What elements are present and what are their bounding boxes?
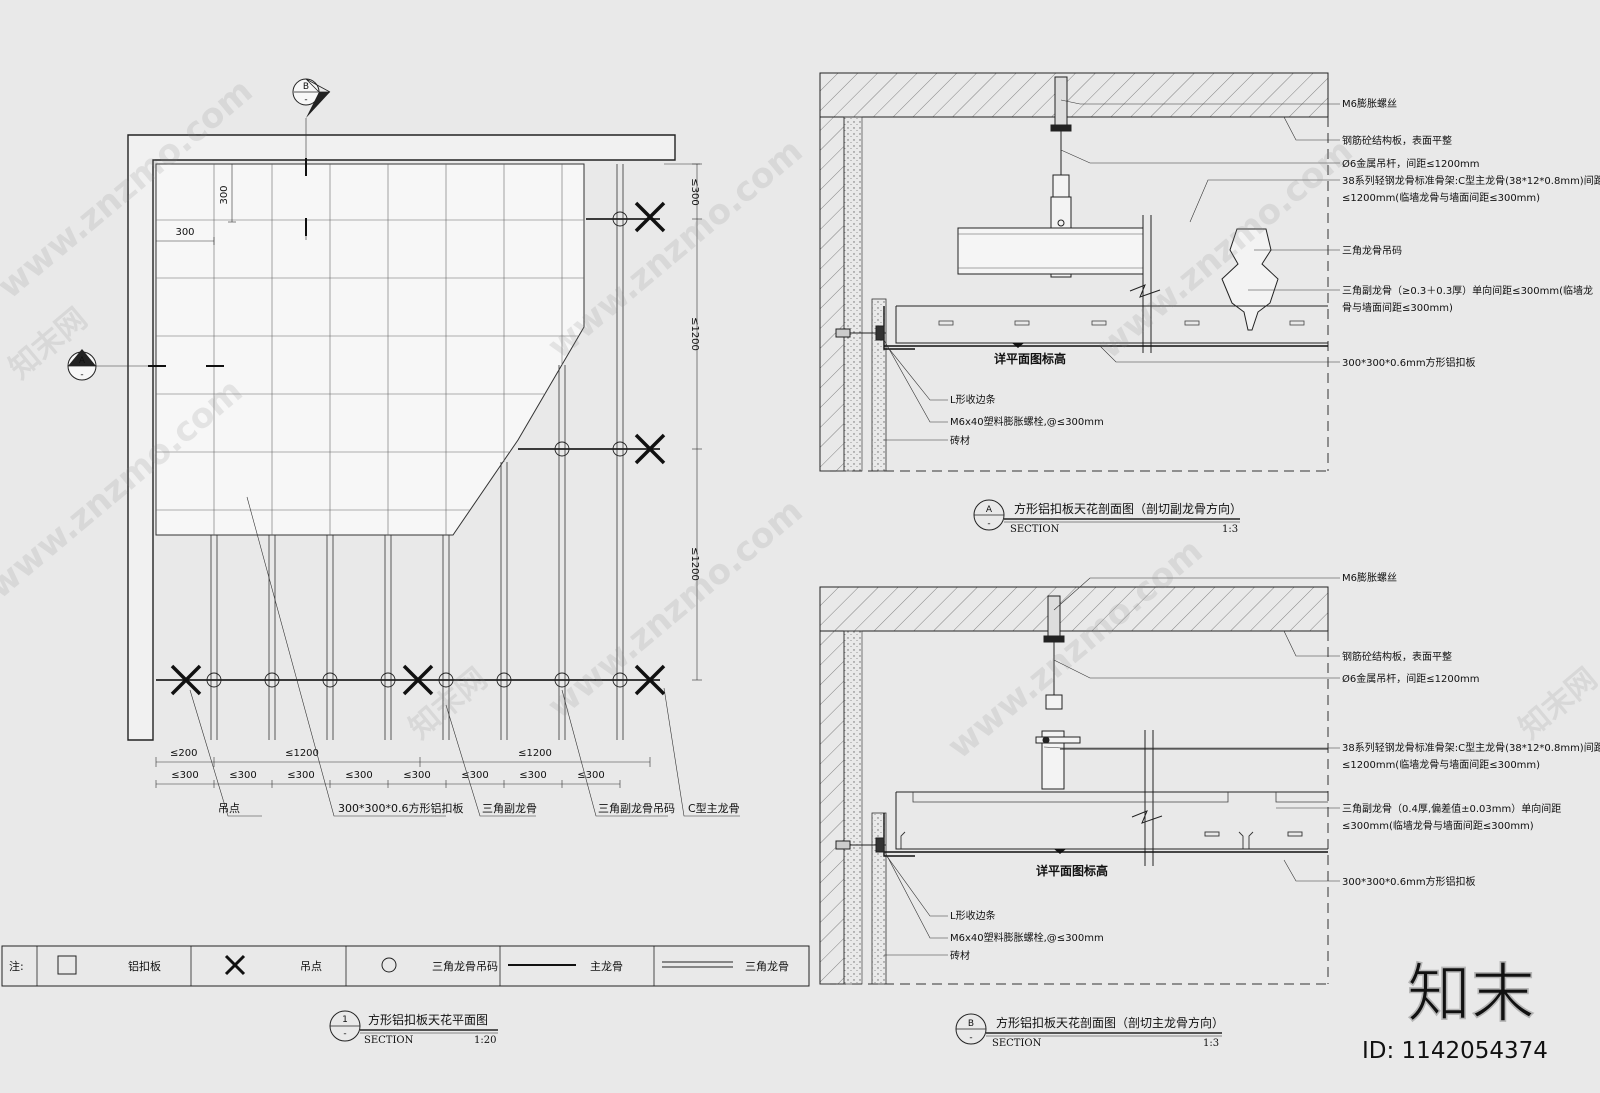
dim-bottom-1200-b: ≤1200: [518, 748, 552, 759]
section-b-anchor: M6x40塑料膨胀螺栓,@≤300mm: [950, 931, 1104, 944]
svg-text:-: -: [80, 370, 83, 380]
legend-main-keel-label: 主龙骨: [590, 960, 623, 973]
section-cut-lines: [148, 158, 307, 367]
svg-text:A: A: [986, 505, 993, 515]
dim-bottom-300: ≤300: [229, 770, 256, 781]
svg-text:-: -: [987, 519, 990, 529]
plan-section-label: SECTION: [364, 1035, 414, 1046]
section-a-clip: 三角龙骨吊码: [1342, 244, 1402, 257]
section-b-scale: 1:3: [1203, 1038, 1219, 1049]
section-a-section-label: SECTION: [1010, 524, 1060, 535]
section-a-level: 详平面图标高: [994, 351, 1066, 366]
panel-grid: [156, 164, 584, 535]
dim-300-horizontal: 300: [175, 227, 194, 238]
section-b-title: 方形铝扣板天花剖面图（剖切主龙骨方向）: [996, 1015, 1224, 1030]
section-b-drawing: 详平面图标高 M6膨胀螺丝 钢筋砼结构板，表面平整 Ø6金属吊杆，间距≤1200…: [819, 571, 1600, 1049]
section-a-sub-keel-1: 三角副龙骨（≥0.3＋0.3厚）单向间距≤300mm(临墙龙: [1342, 284, 1593, 297]
legend-hanging-point-label: 吊点: [300, 960, 322, 973]
dim-300-vertical: 300: [219, 185, 230, 204]
leader-panel: 300*300*0.6方形铝扣板: [338, 801, 464, 815]
dim-bottom-300: ≤300: [577, 770, 604, 781]
marker-b-letter: B: [303, 82, 309, 92]
dim-bottom-300: ≤300: [403, 770, 430, 781]
panel-area-outline: [155, 163, 585, 536]
hanging-points: [170, 201, 666, 696]
plan-title: 方形铝扣板天花平面图: [368, 1012, 488, 1027]
section-b-section-label: SECTION: [992, 1038, 1042, 1049]
legend-hanging-point-icon: [224, 954, 246, 976]
legend-note: 注:: [9, 959, 24, 973]
section-b-frame-1: 38系列轻钢龙骨标准骨架:C型主龙骨(38*12*0.8mm)间距: [1342, 741, 1600, 754]
watermark-url: www.znzmo.com: [540, 491, 810, 727]
dim-bottom-200: ≤200: [170, 748, 197, 759]
section-b-panel: 300*300*0.6mm方形铝扣板: [1342, 875, 1476, 888]
leader-hanging-point: 吊点: [218, 802, 240, 815]
legend-clip-icon: [381, 957, 397, 973]
section-b-brick: 砖材: [950, 949, 970, 962]
svg-text:B: B: [968, 1019, 974, 1029]
legend-clip-label: 三角龙骨吊码: [432, 960, 498, 973]
legend-panel-label: 铝扣板: [128, 959, 161, 973]
legend-sub-keel-line: [662, 961, 733, 968]
dim-bottom-300: ≤300: [461, 770, 488, 781]
section-b-rod: Ø6金属吊杆，间距≤1200mm: [1342, 672, 1480, 685]
watermark-brand: 知末网: [1513, 661, 1600, 746]
dim-bottom-300: ≤300: [345, 770, 372, 781]
plan-title-block: 1 - 方形铝扣板天花平面图 SECTION 1:20: [329, 1010, 498, 1046]
marker-a-letter: A: [79, 356, 86, 366]
watermark-logo: 知末: [1407, 958, 1535, 1032]
svg-text:-: -: [343, 1029, 346, 1039]
section-b-sub-keel-1: 三角副龙骨（0.4厚,偏差值±0.03mm）单向间距: [1342, 802, 1561, 815]
section-marker-a: A -: [67, 349, 97, 381]
leader-sub-clip: 三角副龙骨吊码: [598, 802, 675, 815]
section-b-frame-2: ≤1200mm(临墙龙骨与墙面间距≤300mm): [1342, 758, 1540, 771]
dim-right-1200-a: ≤1200: [689, 317, 700, 351]
section-a-frame-1: 38系列轻钢龙骨标准骨架:C型主龙骨(38*12*0.8mm)间距: [1342, 174, 1600, 187]
section-b-slab: 钢筋砼结构板，表面平整: [1342, 650, 1452, 663]
section-a-sub-keel-2: 骨与墙面间距≤300mm): [1342, 301, 1453, 314]
plan-wall: [127, 134, 676, 741]
clips: [206, 211, 628, 688]
section-a-drawing: 详平面图标高 M6膨胀螺丝 钢筋砼结构板，表面平整 Ø6金属吊杆，间距≤1200…: [819, 72, 1600, 535]
leader-sub-keel: 三角副龙骨: [482, 802, 537, 815]
plan-dimensions: [155, 163, 702, 788]
section-b-m6-bolt: M6膨胀螺丝: [1342, 571, 1397, 584]
leader-c-keel: C型主龙骨: [688, 801, 740, 815]
legend-sub-keel-label: 三角龙骨: [745, 960, 789, 973]
watermark-id: ID: 1142054374: [1362, 1038, 1548, 1064]
section-a-anchor: M6x40塑料膨胀螺栓,@≤300mm: [950, 415, 1104, 428]
section-a-m6-bolt: M6膨胀螺丝: [1342, 97, 1397, 110]
plan-scale: 1:20: [474, 1035, 496, 1046]
section-a-title: 方形铝扣板天花剖面图（剖切副龙骨方向）: [1014, 501, 1242, 516]
section-a-rod: Ø6金属吊杆，间距≤1200mm: [1342, 157, 1480, 170]
dim-bottom-300: ≤300: [171, 770, 198, 781]
section-b-level: 详平面图标高: [1036, 863, 1108, 878]
section-a-panel: 300*300*0.6mm方形铝扣板: [1342, 356, 1476, 369]
dim-bottom-300: ≤300: [287, 770, 314, 781]
dim-right-300: ≤300: [689, 178, 700, 205]
section-a-l-trim: L形收边条: [950, 393, 996, 406]
svg-text:1: 1: [342, 1015, 348, 1025]
dim-right-1200-b: ≤1200: [689, 547, 700, 581]
section-a-slab: 钢筋砼结构板，表面平整: [1342, 134, 1452, 147]
section-a-brick: 砖材: [950, 434, 970, 447]
legend-panel-swatch: [57, 955, 77, 975]
section-marker-b: B -: [292, 78, 331, 118]
ceiling-plan: B - A -: [67, 78, 740, 817]
svg-text:-: -: [969, 1033, 972, 1043]
legend: 注: 铝扣板 吊点 三角龙骨吊码 主龙骨 三角龙骨: [1, 945, 810, 987]
dim-bottom-300: ≤300: [519, 770, 546, 781]
section-a-scale: 1:3: [1222, 524, 1238, 535]
section-b-sub-keel-2: ≤300mm(临墙龙骨与墙面间距≤300mm): [1342, 819, 1534, 832]
watermark-brand: 知末网: [403, 661, 494, 746]
section-a-frame-2: ≤1200mm(临墙龙骨与墙面间距≤300mm): [1342, 191, 1540, 204]
plan-leaders: [189, 496, 740, 817]
dim-bottom-1200-a: ≤1200: [285, 748, 319, 759]
section-b-l-trim: L形收边条: [950, 909, 996, 922]
svg-text:-: -: [304, 95, 307, 105]
sub-keels: [210, 164, 624, 740]
watermark-url: www.znzmo.com: [940, 531, 1210, 767]
